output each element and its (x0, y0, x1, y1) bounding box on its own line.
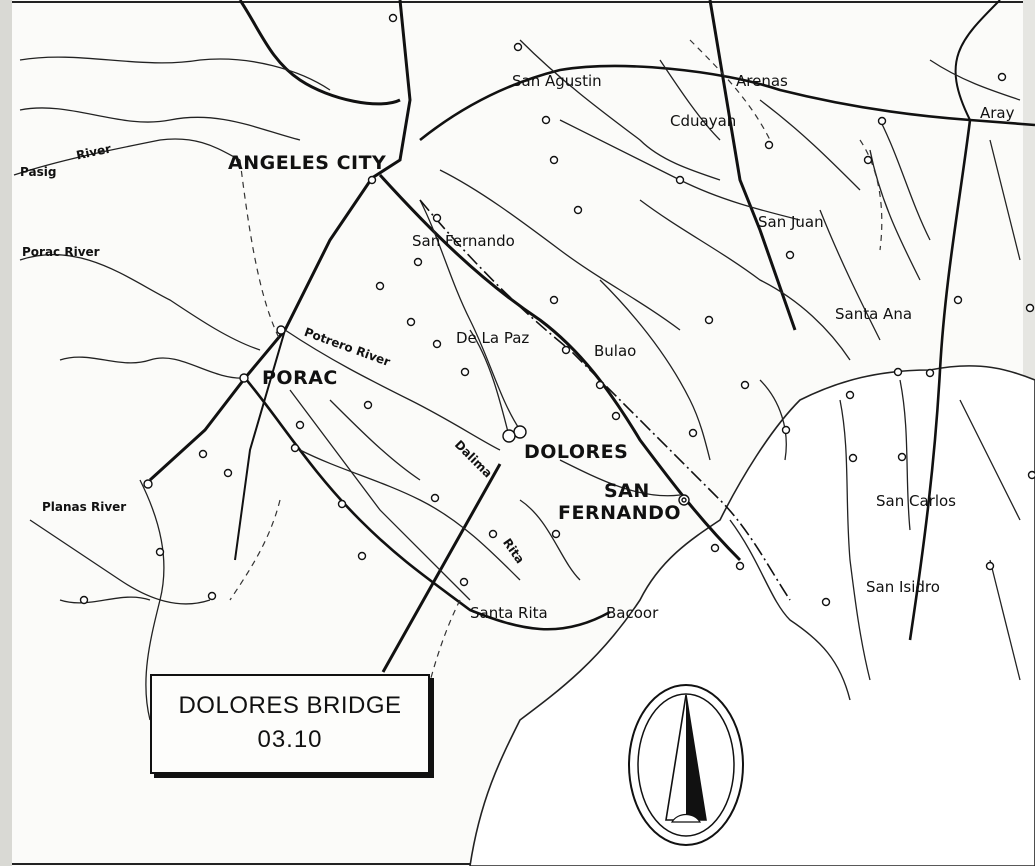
label-santa-rita: Santa Rita (470, 604, 548, 622)
label-fernando: FERNANDO (558, 502, 682, 524)
label-san-isidro: San Isidro (866, 578, 940, 596)
label-bacoor: Bacoor (606, 604, 659, 622)
north-arrow-icon (628, 684, 744, 846)
label-san-juan: San Juan (758, 213, 824, 231)
label-arayat: Aray (980, 104, 1015, 122)
label-de-la-paz: De La Paz (456, 329, 530, 347)
legend-title: DOLORES BRIDGE (178, 692, 402, 719)
label-angeles-city: ANGELES CITY (228, 152, 387, 174)
label-planas-river: Planas River (42, 500, 127, 514)
label-cduayan: Cduayan (670, 112, 737, 130)
legend-code: 03.10 (257, 726, 323, 753)
label-porac: PORAC (262, 367, 338, 389)
label-bulao: Bulao (594, 342, 637, 360)
label-san-carlos: San Carlos (876, 492, 956, 510)
label-san-agustin: San Agustin (512, 72, 602, 90)
label-santa-ana: Santa Ana (835, 305, 913, 323)
label-pasig: Pasig (20, 165, 57, 179)
label-porac-river: Porac River (22, 245, 100, 259)
label-dolores: DOLORES (524, 441, 629, 463)
label-arenas: Arenas (736, 72, 788, 90)
label-san-fernando-north: San Fernando (412, 232, 515, 250)
bridge-legend-box: DOLORES BRIDGE 03.10 (150, 674, 430, 774)
label-san: SAN (604, 480, 650, 502)
